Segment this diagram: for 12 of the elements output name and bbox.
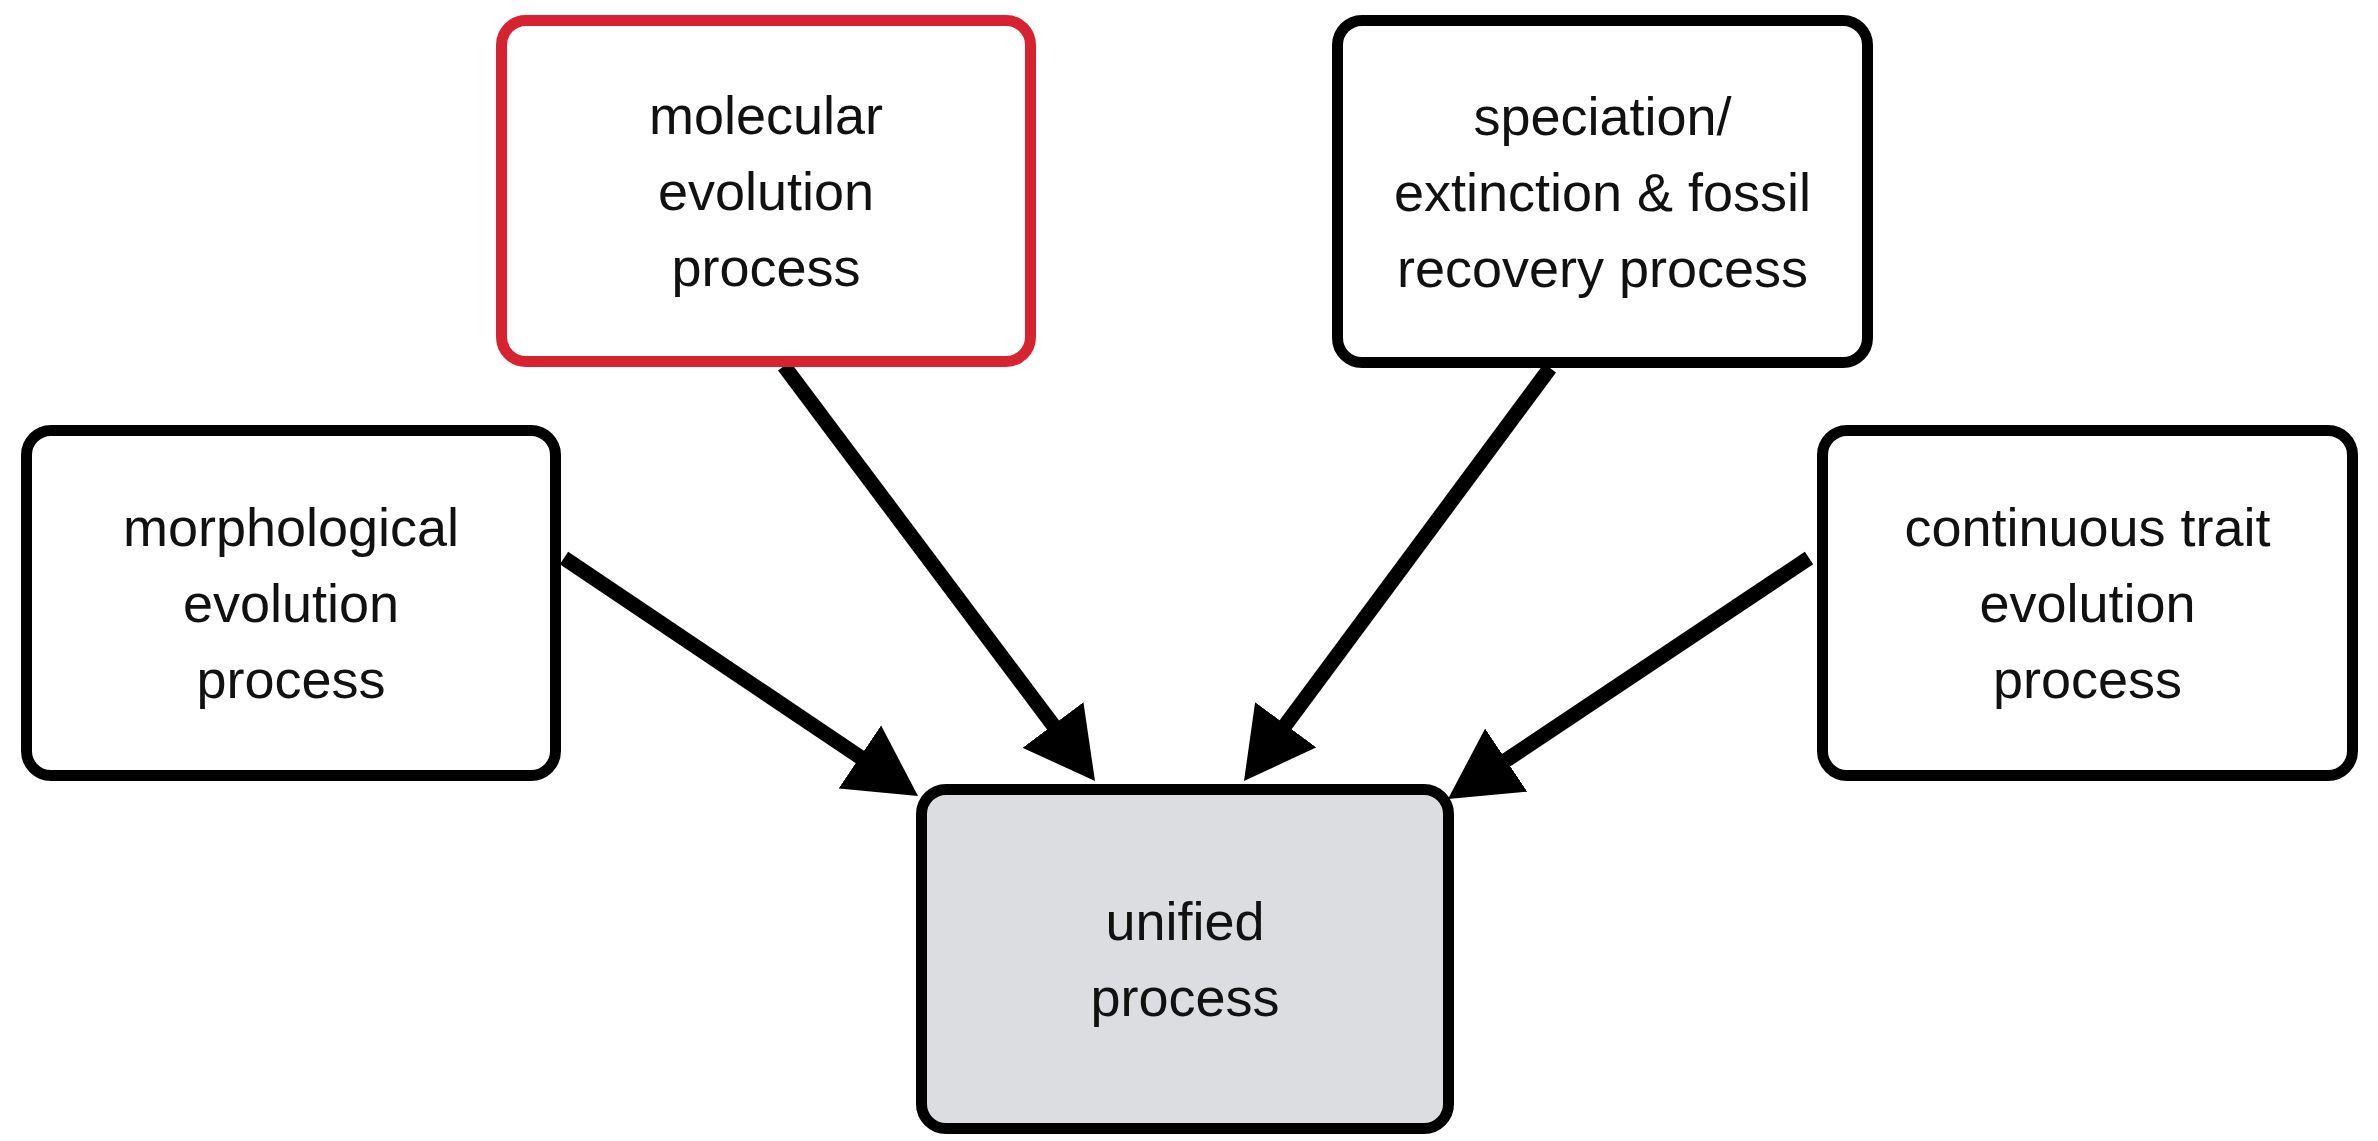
node-label: molecular evolution process [647, 84, 885, 299]
process-box [1332, 15, 1873, 368]
node-label: continuous trait evolution process [1903, 496, 2272, 711]
process-box [21, 425, 561, 781]
node-label: unified process [1089, 890, 1281, 1029]
arrow [559, 551, 918, 796]
process-box [1817, 425, 2358, 781]
node-label: speciation/ extinction & fossil recovery process [1392, 84, 1813, 300]
process-box [916, 784, 1454, 1134]
node-label: morphological evolution process [121, 496, 461, 711]
arrow [1448, 551, 1814, 799]
process-box [496, 15, 1036, 367]
